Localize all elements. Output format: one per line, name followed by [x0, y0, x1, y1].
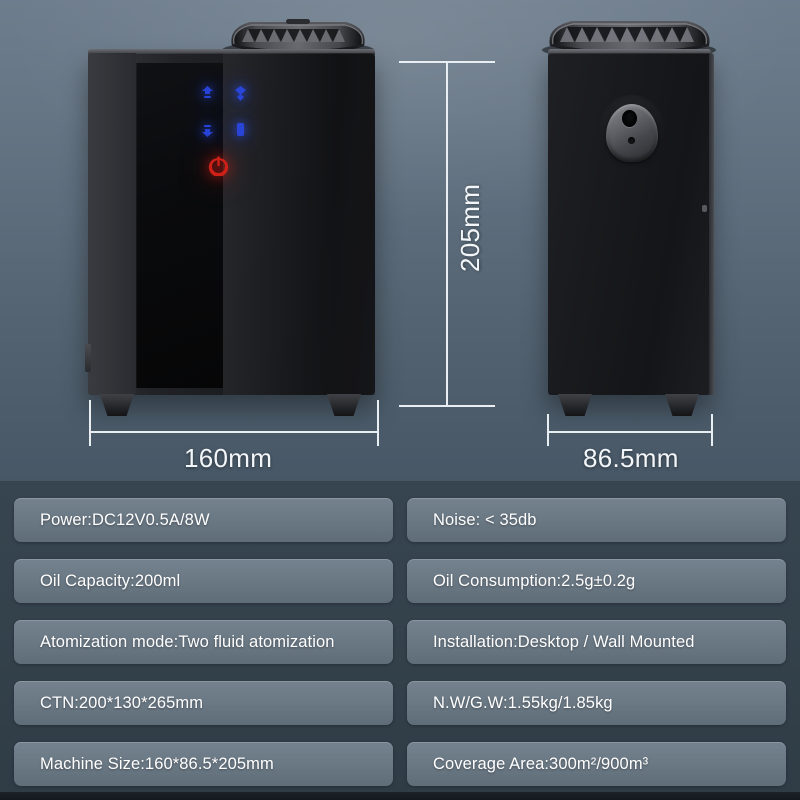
depth-dim-line	[547, 431, 713, 433]
level-bar-icon[interactable]	[233, 121, 248, 138]
side-foot-right	[665, 394, 699, 416]
depth-dim-left-tick	[547, 414, 549, 446]
spec-row-oil-consumption: Oil Consumption:2.5g±0.2g	[407, 559, 786, 603]
mist-up-icon[interactable]	[200, 85, 215, 102]
timer-icon[interactable]	[200, 121, 215, 138]
control-panel[interactable]	[200, 85, 262, 195]
specifications-panel: Power:DC12V0.5A/8W Oil Capacity:200ml At…	[0, 481, 800, 800]
oil-bottle-knob-icon[interactable]	[599, 95, 665, 169]
side-top-edge	[548, 49, 711, 55]
spec-row-coverage-area: Coverage Area:300m²/900m³	[407, 742, 786, 786]
product-hero-image: 205mm 160mm 86.5mm	[0, 0, 800, 481]
knob-pin	[628, 137, 635, 144]
spec-row-weight: N.W/G.W:1.55kg/1.85kg	[407, 681, 786, 725]
depth-dim-label: 86.5mm	[583, 443, 679, 473]
fan-icon[interactable]	[233, 85, 248, 102]
width-dim-label: 160mm	[184, 443, 273, 473]
power-icon[interactable]	[208, 155, 229, 177]
width-dim-line	[89, 431, 379, 433]
front-foot-left	[100, 394, 134, 416]
spec-row-noise: Noise: < 35db	[407, 498, 786, 542]
spec-column-right: Noise: < 35db Oil Consumption:2.5g±0.2g …	[407, 498, 786, 800]
width-dim-right-tick	[377, 400, 379, 446]
front-left-face	[88, 53, 136, 395]
spec-row-machine-size: Machine Size:160*86.5*205mm	[14, 742, 393, 786]
spec-row-atomization-mode: Atomization mode:Two fluid atomization	[14, 620, 393, 664]
height-dim-line	[446, 61, 448, 407]
spec-row-ctn: CTN:200*130*265mm	[14, 681, 393, 725]
side-right-edge	[709, 53, 714, 395]
aroma-diffuser-side-view	[548, 49, 714, 416]
front-top-edge	[88, 49, 375, 55]
side-port[interactable]	[702, 205, 707, 212]
spec-row-oil-capacity: Oil Capacity:200ml	[14, 559, 393, 603]
height-dim-label: 205mm	[455, 183, 485, 272]
spec-row-power: Power:DC12V0.5A/8W	[14, 498, 393, 542]
front-foot-right	[327, 394, 361, 416]
depth-dim-right-tick	[711, 414, 713, 446]
aroma-diffuser-front-view	[85, 49, 375, 416]
width-dim-left-tick	[89, 400, 91, 446]
side-button[interactable]	[85, 344, 91, 372]
side-foot-left	[558, 394, 592, 416]
spec-row-installation: Installation:Desktop / Wall Mounted	[407, 620, 786, 664]
front-glass-panel	[136, 63, 223, 388]
spec-column-left: Power:DC12V0.5A/8W Oil Capacity:200ml At…	[14, 498, 393, 800]
knob-hole	[622, 110, 637, 127]
bottom-bar	[0, 792, 800, 800]
